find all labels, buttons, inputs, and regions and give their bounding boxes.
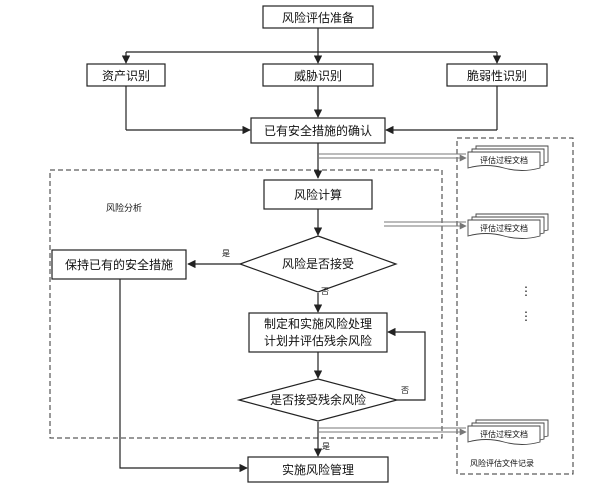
node-vuln: 脆弱性识别 xyxy=(446,63,548,87)
node-residual-decision: 是否接受残余风险 xyxy=(236,378,400,422)
node-asset: 资产识别 xyxy=(86,63,166,87)
node-keep: 保持已有的安全措施 xyxy=(51,249,187,280)
arrow-keep-to-manage xyxy=(119,279,248,473)
svg-text:风险是否接受: 风险是否接受 xyxy=(282,256,354,271)
node-manage: 实施风险管理 xyxy=(247,456,389,483)
svg-text:资产识别: 资产识别 xyxy=(102,69,150,83)
doc-stack-2: 评估过程文档 xyxy=(467,213,549,239)
svg-text:实施风险管理: 实施风险管理 xyxy=(282,462,354,477)
doc-label-2: 评估过程文档 xyxy=(480,223,528,233)
svg-text:计划并评估残余风险: 计划并评估残余风险 xyxy=(264,333,372,348)
yes-label-residual: 是 xyxy=(322,442,330,451)
ellipsis-vertical-2: ⋮ xyxy=(520,309,532,323)
records-region xyxy=(456,137,574,475)
arrow-residual-no-loop xyxy=(387,327,426,401)
svg-text:风险评估准备: 风险评估准备 xyxy=(282,10,354,25)
risk-analysis-region xyxy=(49,169,443,439)
analysis-label: 风险分析 xyxy=(106,202,142,214)
svg-text:威胁识别: 威胁识别 xyxy=(294,68,342,83)
svg-text:脆弱性识别: 脆弱性识别 xyxy=(467,68,527,83)
node-accept-decision: 风险是否接受 xyxy=(238,235,398,293)
no-label-accept: 否 xyxy=(321,287,329,296)
node-calc: 风险计算 xyxy=(263,179,373,210)
doc-link-3 xyxy=(318,427,467,436)
doc-link-1 xyxy=(318,153,467,162)
node-threat: 威胁识别 xyxy=(262,63,374,87)
svg-text:风险计算: 风险计算 xyxy=(294,187,342,202)
ellipsis-vertical: ⋮ xyxy=(520,284,532,298)
doc-stack-1: 评估过程文档 xyxy=(467,145,549,171)
doc-link-2 xyxy=(384,221,467,230)
records-label: 风险评估文件记录 xyxy=(470,458,534,468)
doc-label-3: 评估过程文档 xyxy=(480,429,528,439)
svg-text:保持已有的安全措施: 保持已有的安全措施 xyxy=(65,257,173,272)
doc-label-1: 评估过程文档 xyxy=(480,155,528,165)
node-confirm: 已有安全措施的确认 xyxy=(250,117,386,144)
svg-text:制定和实施风险处理: 制定和实施风险处理 xyxy=(264,316,372,331)
svg-text:已有安全措施的确认: 已有安全措施的确认 xyxy=(264,123,372,138)
no-label-residual: 否 xyxy=(401,386,409,395)
node-prep: 风险评估准备 xyxy=(262,5,374,29)
svg-text:是否接受残余风险: 是否接受残余风险 xyxy=(270,392,366,407)
doc-stack-3: 评估过程文档 xyxy=(467,419,549,445)
yes-label-accept: 是 xyxy=(222,249,230,258)
node-plan: 制定和实施风险处理 计划并评估残余风险 xyxy=(248,312,388,353)
